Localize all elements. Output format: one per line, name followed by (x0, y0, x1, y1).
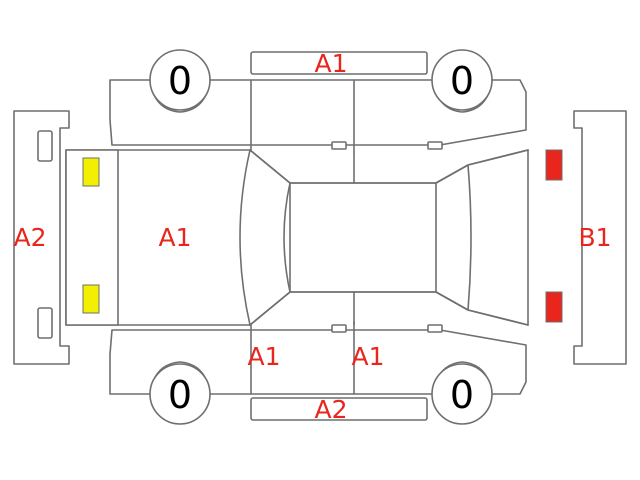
tire-front-right-depth: 0 (168, 373, 192, 417)
rear-lamp-lower (545, 291, 563, 323)
front-bumper-light-lower (37, 307, 53, 339)
upper-rear-door-handle (427, 141, 443, 150)
damage-label-front-bumper: A2 (13, 223, 46, 252)
tire-front-right: 0 (149, 363, 211, 425)
upper-front-door-handle (331, 141, 347, 150)
rear-bumper (573, 110, 627, 365)
tire-rear-right: 0 (431, 363, 493, 425)
front-lamp-lower (82, 284, 100, 314)
front-lamp-upper (82, 157, 100, 187)
damage-label-bottom-edge: A2 (314, 395, 347, 424)
tire-front-left: 0 (149, 49, 211, 111)
top-sill-panel (250, 51, 428, 75)
damage-label-rear-bumper: B1 (578, 223, 611, 252)
tire-rear-left: 0 (431, 49, 493, 111)
lower-front-door-handle (331, 324, 347, 333)
rear-lamp-upper (545, 149, 563, 181)
top-view-body (65, 149, 529, 326)
damage-label-front-lower-door: A1 (247, 342, 280, 371)
tire-front-left-depth: 0 (168, 59, 192, 103)
front-bumper-light-upper (37, 130, 53, 162)
tire-rear-right-depth: 0 (450, 373, 474, 417)
damage-label-top-edge: A1 (314, 49, 347, 78)
damage-label-hood: A1 (158, 223, 191, 252)
tire-rear-left-depth: 0 (450, 59, 474, 103)
damage-label-rear-lower-door: A1 (351, 342, 384, 371)
lower-rear-door-handle (427, 324, 443, 333)
bottom-sill-panel (250, 397, 428, 421)
front-bumper (13, 110, 70, 365)
